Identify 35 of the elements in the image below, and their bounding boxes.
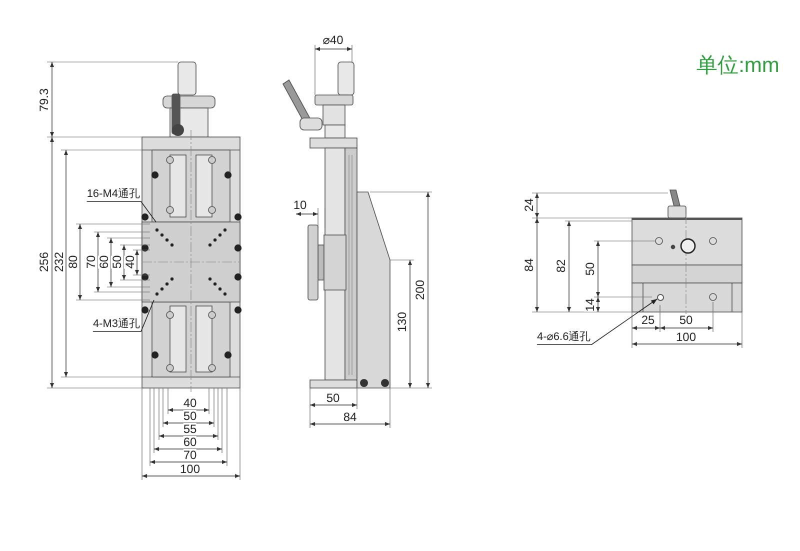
dimension-label: 40 [124,255,136,269]
dimension-label: 60 [98,255,110,269]
dimension-label: 55 [183,423,197,435]
dimension-label: 100 [676,331,696,343]
dimension-label: 130 [396,312,408,332]
leader-line [86,201,156,222]
dimension-label: 84 [523,258,535,272]
dimension-label: 50 [183,410,197,422]
dimension-label: 10 [293,199,307,211]
dimension-label: 100 [180,463,200,475]
callout-label: 16-M4通孔 [86,188,140,200]
dimension-label: 84 [343,411,357,423]
dimension-label: 25 [641,314,655,326]
dimension-label: 50 [326,392,340,404]
dimension-label: 232 [53,252,65,272]
dimension-label: 79.3 [38,88,50,112]
unit-note: 单位:mm [696,55,780,77]
dimension-label: 60 [183,436,197,448]
dimension-label: 40 [183,397,197,409]
dimension-label: 80 [67,255,79,269]
dimension-label: 82 [555,259,567,273]
dimension-label: 200 [414,280,426,300]
dimension-label: 70 [85,255,97,269]
callout-label: 4-⌀6.6通孔 [537,331,591,343]
dimension-label: 24 [523,198,535,212]
dimension-label: 14 [584,298,596,312]
leader-line [92,300,154,332]
dimension-label: 50 [111,255,123,269]
leader-line [536,298,658,345]
callout-label: 4-M3通孔 [92,318,140,330]
dimension-label: 50 [584,262,596,276]
dimension-label: ⌀40 [322,34,344,46]
dimension-label: 70 [183,449,197,461]
dimension-label: 50 [679,314,693,326]
dimension-label: 256 [38,252,50,272]
